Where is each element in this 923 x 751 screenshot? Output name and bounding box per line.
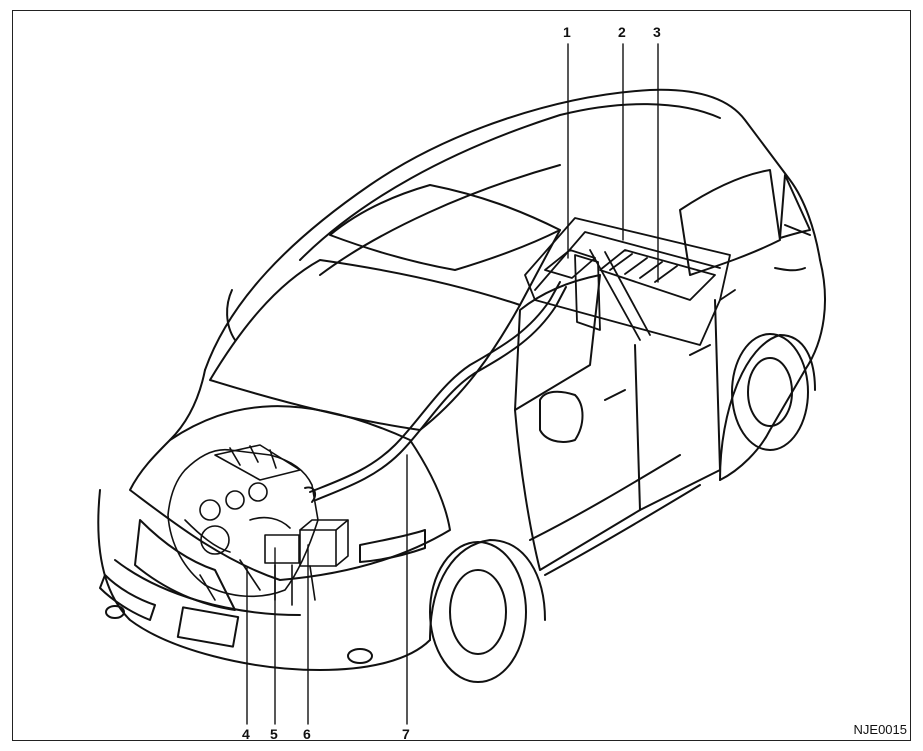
fog-lamp-right	[348, 649, 372, 663]
headlight-right	[360, 530, 425, 562]
front-wheel	[430, 542, 526, 682]
car-body	[98, 90, 825, 682]
callout-7: 7	[402, 726, 410, 742]
callout-2: 2	[618, 24, 626, 40]
callout-4: 4	[242, 726, 250, 742]
figure-code: NJE0015	[854, 722, 907, 737]
callout-5: 5	[270, 726, 278, 742]
side-window-rear	[680, 170, 780, 275]
engine-assembly	[168, 445, 348, 605]
headlight-left	[100, 575, 155, 620]
hv-harness	[305, 282, 566, 502]
fog-lamp-left	[106, 606, 124, 618]
callout-1: 1	[563, 24, 571, 40]
callout-6: 6	[303, 726, 311, 742]
rear-wheel	[732, 334, 808, 450]
side-mirror	[540, 392, 583, 442]
callout-3: 3	[653, 24, 661, 40]
license-plate	[178, 607, 238, 646]
leader-lines	[247, 44, 658, 724]
side-window-front	[515, 275, 600, 410]
component-6	[300, 530, 336, 566]
windshield	[210, 260, 520, 430]
component-5	[265, 535, 299, 563]
sunroof	[330, 185, 560, 270]
